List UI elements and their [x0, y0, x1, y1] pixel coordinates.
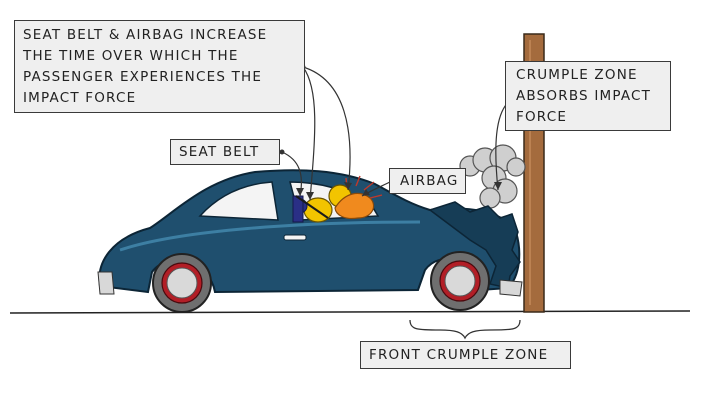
callout-line: CRUMPLE ZONE	[516, 67, 638, 83]
callout-line: PASSENGER EXPERIENCES THE	[23, 69, 263, 85]
smoke-cloud	[459, 144, 526, 209]
callout-line: FORCE	[516, 109, 568, 125]
airbag-label-text: AIRBAG	[400, 173, 459, 189]
front-crumple-zone-text: FRONT CRUMPLE ZONE	[369, 347, 549, 363]
rear-wheel	[152, 253, 212, 313]
door-handle	[283, 234, 307, 241]
rear-window	[198, 181, 279, 221]
airbag-label: AIRBAG	[389, 168, 466, 194]
seat-belt-label-text: SEAT BELT	[179, 144, 260, 160]
seat-belt-label: SEAT BELT	[170, 139, 280, 165]
airbag-shape	[334, 175, 383, 220]
front-crumple-zone-label: FRONT CRUMPLE ZONE	[360, 341, 571, 369]
crumple-zone-callout: CRUMPLE ZONE ABSORBS IMPACT FORCE	[505, 61, 671, 131]
callout-line: THE TIME OVER WHICH THE	[23, 48, 239, 64]
seatbelt-airbag-callout: SEAT BELT & AIRBAG INCREASE THE TIME OVE…	[14, 20, 305, 113]
crumple-zone-brace	[409, 319, 521, 340]
callout-line: SEAT BELT & AIRBAG INCREASE	[23, 27, 268, 43]
seat-belt-strap	[295, 195, 329, 219]
crumpled-front	[428, 201, 521, 289]
callout-line: ABSORBS IMPACT	[516, 88, 652, 104]
ground-line	[9, 310, 691, 314]
front-wheel	[430, 251, 490, 311]
callout-line: IMPACT FORCE	[23, 90, 137, 106]
